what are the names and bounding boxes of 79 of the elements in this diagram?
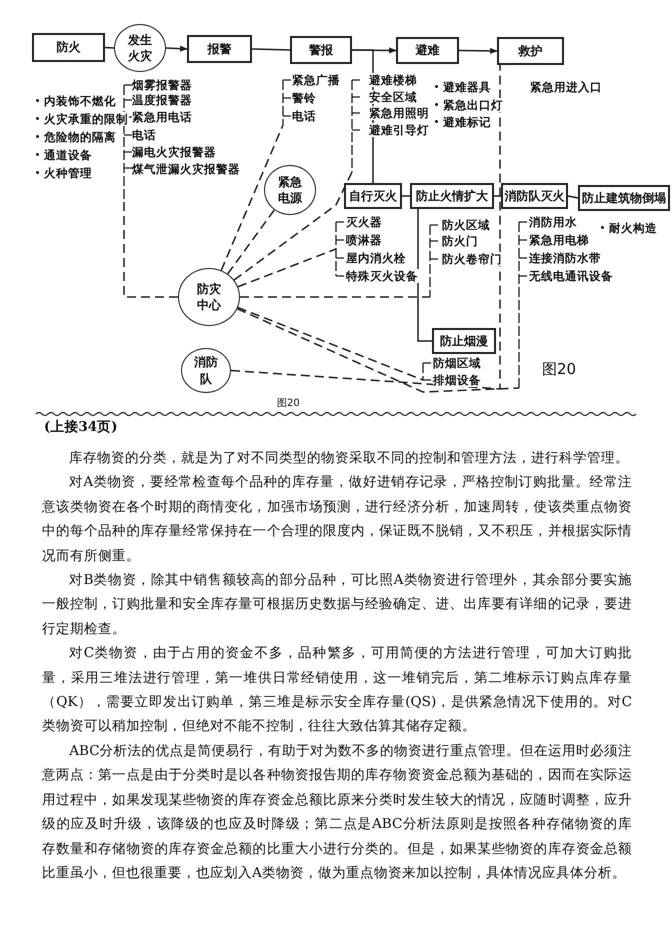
list-item: 连接消防水带 bbox=[529, 251, 602, 265]
paragraph: ABC分析法的优点是简便易行，有助于对为数不多的物资进行重点管理。但在运用时必须注意两点：第一点是由于分类时是以各种物资报告期的库存物资资金总额为基础的，因而在实际运用过程中，如果发现某些物资的库存资金总额比原来分类时发生较大的情况，应随时调整，应升级的应及时升级，该降级的也应及时降级；第二点是ABC分析法原则是按照各种存储物资的库存数量和存储物资的库存资金总额的比重大小进行分类的。但是，如果某些物资的库存资金总额比重虽小，但也很重要，也应划入A类物资，做为重点物资来加以控制，具体情况应具体分析。 bbox=[42, 742, 632, 883]
list-item: 通道设备 bbox=[36, 148, 93, 162]
process-box: 警报 bbox=[290, 36, 352, 64]
list-item: 紧急用照明 bbox=[369, 106, 430, 120]
list-item: 防火卷帘门 bbox=[442, 252, 503, 266]
bracket bbox=[282, 79, 291, 126]
list-item: 煤气泄漏火灾报警器 bbox=[132, 162, 241, 176]
circle-node: 紧急电源 bbox=[264, 165, 316, 215]
list-item: 避难楼梯 bbox=[369, 73, 418, 87]
list-item: 安全区域 bbox=[369, 90, 418, 104]
process-box: 防止建筑物倒塌 bbox=[578, 185, 670, 211]
list-item: 烟雾报警器 bbox=[132, 78, 193, 92]
circle-node: 防灾中心 bbox=[178, 268, 240, 326]
list-item: 屋内消火栓 bbox=[346, 251, 407, 265]
paragraph: 对A类物资，要经常检查每个品种的库存量，做好进销存记录，严格控制订购批量。经常注意该类物资在各个时期的商情变化，加强市场预测，进行经济分析，加速周转，使该类重点物资中的每个品种的库存量经常保持在一个合理的限度内，保证既不脱销，又不积压，并根据实际情况而有所侧重。 bbox=[42, 473, 632, 566]
list-item: 防烟区域 bbox=[433, 356, 482, 370]
process-box: 防止烟漫 bbox=[432, 328, 496, 354]
list-item: 电话 bbox=[132, 128, 157, 142]
bracket bbox=[335, 221, 344, 277]
list-item: 耐火构造 bbox=[601, 221, 658, 235]
list-item: 危险物的隔离 bbox=[36, 130, 117, 144]
list-item: 漏电火灾报警器 bbox=[132, 145, 217, 159]
paragraph: 对B类物资，除其中销售额较高的部分品种，可比照A类物资进行管理外，其余部分要实施一般控制，订购批量和安全库存量可根据历史数据与经验确定、进、出库要有详细的记录，要进行定期检查。 bbox=[42, 571, 632, 639]
connector-line bbox=[230, 65, 501, 390]
list-item: 紧急用进入口 bbox=[530, 80, 603, 94]
connector-line bbox=[402, 195, 410, 197]
circle-node: 发生火灾 bbox=[114, 24, 166, 72]
process-box: 报警 bbox=[187, 35, 252, 63]
list-item: 避难器具 bbox=[435, 80, 492, 94]
list-item: 电话 bbox=[292, 109, 317, 123]
list-item: 避难引导灯 bbox=[369, 123, 430, 137]
bracket bbox=[518, 221, 527, 389]
process-box: 救护 bbox=[497, 37, 564, 65]
process-box: 自行灭火 bbox=[344, 183, 402, 209]
arrow bbox=[458, 48, 498, 54]
paragraph: 库存物资的分类，就是为了对不同类型的物资采取不同的控制和管理方法，进行科学管理。 bbox=[68, 449, 630, 468]
connector-line bbox=[123, 200, 178, 298]
list-item: 火种管理 bbox=[36, 166, 93, 180]
process-box: 消防队灭火 bbox=[501, 183, 568, 209]
bracket bbox=[351, 79, 360, 173]
list-item: 喷淋器 bbox=[346, 233, 383, 247]
connector-line bbox=[568, 195, 578, 199]
connector-line bbox=[238, 248, 336, 288]
list-item: 火灾承重的限制 bbox=[36, 112, 129, 126]
list-item: 紧急用电梯 bbox=[529, 233, 590, 247]
connector-line bbox=[227, 210, 275, 274]
list-item: 排烟设备 bbox=[433, 373, 482, 387]
list-item: 内装饰不燃化 bbox=[36, 94, 117, 108]
connector-line bbox=[240, 296, 430, 298]
connector-line bbox=[417, 209, 432, 342]
paragraph: 对C类物资，由于占用的资金不多，品种繁多，可用简便的方法进行管理，可加大订购批量，采用三堆法进行管理，第一堆供日常经销使用，这一堆销完后，第二堆标示订购点库存量（QK），需要立即发出订购单，第三堆是标示安全库存量(QS)，是供紧急情况下使用的。对C类物资可以稍加控制，但绝对不能不控制，往往大致估算其储存定额。 bbox=[42, 644, 632, 736]
process-box: 防火 bbox=[32, 33, 105, 62]
bracket bbox=[422, 362, 431, 381]
list-item: 防火门 bbox=[442, 234, 479, 248]
list-item: 消防用水 bbox=[529, 215, 578, 229]
connector-line bbox=[238, 306, 424, 381]
process-box: 防止火情扩大 bbox=[410, 183, 494, 209]
connector-line bbox=[234, 172, 353, 281]
figure-label: 图20 bbox=[542, 362, 578, 376]
connector-line bbox=[220, 124, 284, 271]
bracket bbox=[429, 224, 438, 298]
list-item: 灭火器 bbox=[346, 215, 383, 229]
list-item: 警铃 bbox=[292, 91, 317, 105]
continuation-note: (上接34页) bbox=[44, 420, 119, 434]
process-box: 避难 bbox=[396, 37, 459, 64]
list-item: 温度报警器 bbox=[132, 93, 193, 107]
arrow bbox=[166, 46, 188, 52]
list-item: 无线电通讯设备 bbox=[529, 269, 614, 283]
connector-line bbox=[237, 308, 520, 393]
list-item: 紧急出口灯 bbox=[435, 98, 504, 112]
list-item: 避难标记 bbox=[435, 115, 492, 129]
list-item: 防火区域 bbox=[442, 218, 491, 232]
circle-node: 消防队 bbox=[181, 348, 231, 393]
list-item: 特殊灭火设备 bbox=[346, 269, 419, 283]
connector-line bbox=[104, 46, 114, 49]
list-item: 紧急用电话 bbox=[132, 110, 193, 124]
connector-line bbox=[252, 48, 290, 51]
list-item: 紧急广播 bbox=[292, 73, 341, 87]
